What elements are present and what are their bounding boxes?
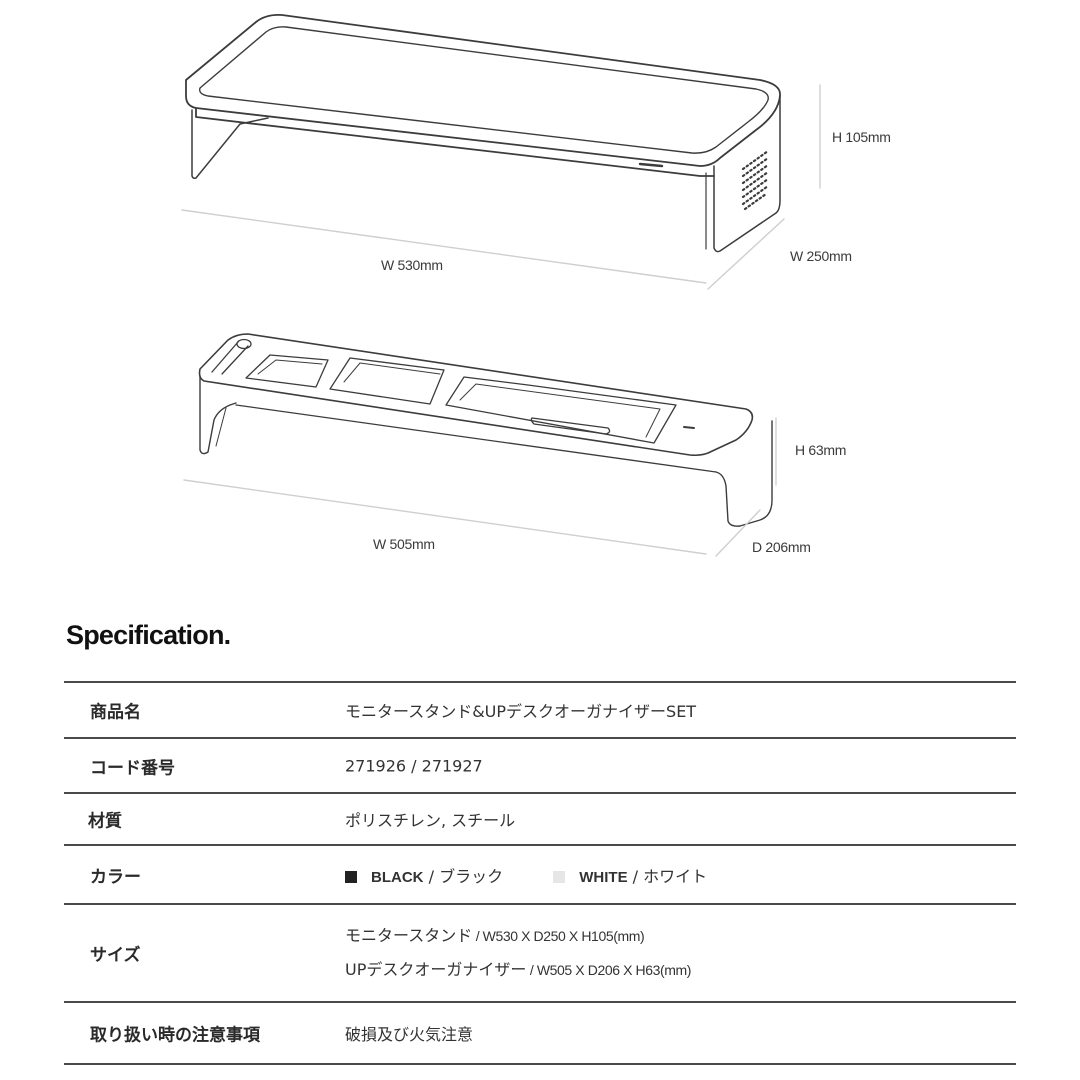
spec-key: 取り扱い時の注意事項 — [90, 1025, 260, 1046]
monitor-stand-width-label: W 530mm — [381, 257, 443, 273]
spec-row-color: カラー BLACK / ブラック WHITE / ホワイト — [64, 844, 1016, 903]
vent-grille-icon — [741, 149, 770, 211]
spec-key: サイズ — [90, 945, 141, 966]
spec-row-code-number: コード番号 271926 / 271927 — [64, 737, 1016, 792]
spec-row-size: サイズ モニタースタンド / W530 X D250 X H105(mm) UP… — [64, 903, 1016, 1001]
size-line-monitor-stand: モニタースタンド / W530 X D250 X H105(mm) — [345, 919, 691, 953]
monitor-stand-dimension-lines — [181, 84, 821, 290]
monitor-stand-drawing — [185, 13, 781, 253]
color-option-black: BLACK / ブラック — [345, 863, 503, 887]
spec-row-material: 材質 ポリスチレン, スチール — [64, 792, 1016, 844]
spec-value-colors: BLACK / ブラック WHITE / ホワイト — [345, 863, 707, 887]
color-option-white: WHITE / ホワイト — [553, 863, 707, 887]
specification-title: Specification. — [66, 620, 231, 650]
spec-row-handling-precautions: 取り扱い時の注意事項 破損及び火気注意 — [64, 1001, 1016, 1065]
spec-value: モニタースタンド&UPデスクオーガナイザーSET — [345, 702, 697, 721]
product-line-drawings — [181, 13, 821, 557]
color-jp-name: ブラック — [439, 866, 504, 886]
size-dims: / W505 X D206 X H63(mm) — [526, 962, 692, 978]
spec-key: 商品名 — [90, 702, 141, 723]
size-label: UPデスクオーガナイザー — [345, 960, 527, 979]
desk-organizer-width-label: W 505mm — [373, 536, 435, 552]
product-illustrations: H 105mm W 530mm W 250mm H 63mm W 505mm D… — [181, 13, 891, 557]
spec-value: 破損及び火気注意 — [345, 1025, 474, 1044]
white-swatch-icon — [553, 870, 566, 883]
desk-organizer-dimension-lines — [183, 417, 777, 557]
color-jp-name: ホワイト — [643, 866, 708, 886]
color-name: BLACK — [371, 868, 424, 886]
spec-value: ポリスチレン, スチール — [345, 811, 516, 830]
spec-row-product-name: 商品名 モニタースタンド&UPデスクオーガナイザーSET — [64, 681, 1016, 737]
spec-key: 材質 — [88, 811, 122, 832]
desk-organizer-drawing — [198, 333, 773, 527]
specification-table: 商品名 モニタースタンド&UPデスクオーガナイザーSET コード番号 27192… — [64, 681, 1016, 1065]
spec-key: カラー — [90, 867, 141, 887]
spec-value-sizes: モニタースタンド / W530 X D250 X H105(mm) UPデスクオ… — [345, 919, 691, 987]
desk-organizer-depth-label: D 206mm — [752, 539, 811, 555]
size-label: モニタースタンド — [345, 926, 473, 945]
color-separator: / — [627, 866, 644, 886]
spec-value: 271926 / 271927 — [345, 756, 483, 775]
color-separator: / — [423, 866, 440, 886]
spec-key: コード番号 — [90, 758, 175, 778]
monitor-stand-depth-label: W 250mm — [790, 248, 852, 264]
black-swatch-icon — [345, 870, 357, 883]
desk-organizer-height-label: H 63mm — [795, 442, 847, 458]
monitor-stand-height-label: H 105mm — [832, 129, 891, 145]
size-line-desk-organizer: UPデスクオーガナイザー / W505 X D206 X H63(mm) — [345, 953, 691, 987]
size-dims: / W530 X D250 X H105(mm) — [472, 928, 645, 944]
color-name: WHITE — [579, 868, 628, 886]
